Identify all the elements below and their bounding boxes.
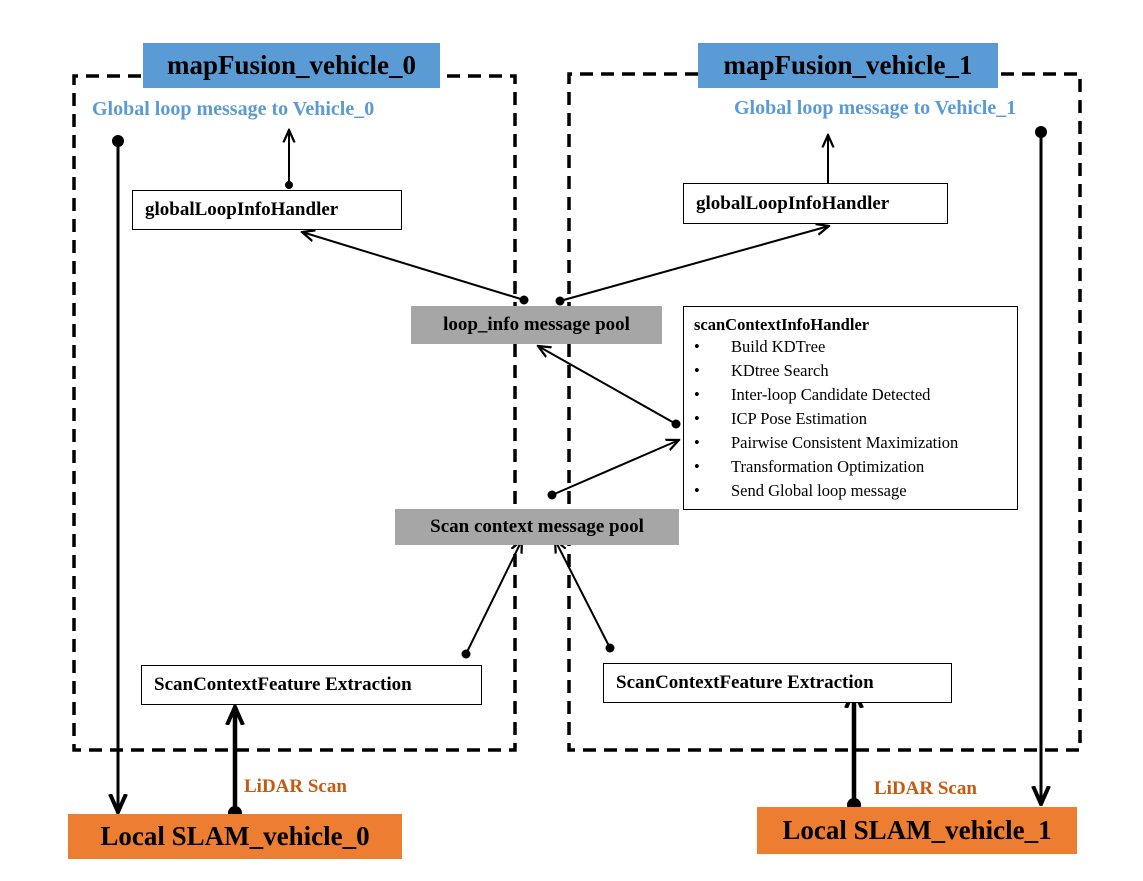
vehicle1-lidar-scan-label: LiDAR Scan — [874, 778, 977, 799]
pool-to-handler0-arrow — [302, 232, 525, 301]
pool-to-handler1-dot — [555, 296, 565, 306]
vehicle0-handler-dot — [285, 181, 293, 189]
vehicle1-local-slam: Local SLAM_vehicle_1 — [757, 807, 1077, 854]
vehicle0-feature-extraction: ScanContextFeature Extraction — [141, 665, 482, 705]
step-item: KDtree Search — [694, 359, 1009, 383]
sc-handler-to-loop-pool-dot — [671, 419, 681, 429]
feature1-to-scan-pool-arrow — [555, 540, 611, 649]
vehicle0-lidar-scan-label: LiDAR Scan — [244, 776, 347, 797]
vehicle1-map-fusion-title: mapFusion_vehicle_1 — [698, 43, 998, 88]
step-item: Inter-loop Candidate Detected — [694, 383, 1009, 407]
vehicle1-feature-extraction: ScanContextFeature Extraction — [603, 663, 952, 703]
loop-info-message-pool: loop_info message pool — [411, 306, 662, 344]
scan-context-handler-steps: Build KDTree KDtree Search Inter-loop Ca… — [694, 335, 1009, 503]
step-item: Pairwise Consistent Maximization — [694, 431, 1009, 455]
vehicle1-global-loop-message: Global loop message to Vehicle_1 — [734, 97, 1017, 119]
vehicle0-dashed-frame — [72, 74, 517, 752]
feature0-to-scan-pool-dot — [461, 649, 471, 659]
feature1-to-scan-pool-dot — [605, 643, 615, 653]
feature0-to-scan-pool-arrow — [465, 540, 522, 655]
vehicle0-global-loop-message: Global loop message to Vehicle_0 — [92, 98, 375, 120]
scan-pool-to-sc-handler-dot — [547, 490, 557, 500]
vehicle0-global-loop-info-handler: globalLoopInfoHandler — [132, 190, 402, 230]
pool-to-handler1-arrow — [559, 226, 829, 302]
vehicle0-map-fusion-title: mapFusion_vehicle_0 — [143, 43, 440, 88]
vehicle0-local-slam: Local SLAM_vehicle_0 — [68, 814, 402, 859]
step-item: Transformation Optimization — [694, 455, 1009, 479]
sc-handler-to-loop-pool-arrow — [538, 346, 677, 425]
scan-context-handler-title: scanContextInfoHandler — [694, 315, 870, 334]
step-item: ICP Pose Estimation — [694, 407, 1009, 431]
step-item: Send Global loop message — [694, 479, 1009, 503]
scan-context-message-pool: Scan context message pool — [395, 509, 679, 545]
scan-pool-to-sc-handler-arrow — [551, 440, 679, 496]
vehicle1-global-loop-info-handler: globalLoopInfoHandler — [683, 183, 948, 224]
vehicle0-global-dot — [112, 135, 124, 147]
vehicle1-global-dot — [1035, 126, 1047, 138]
scan-context-info-handler: scanContextInfoHandler Build KDTree KDtr… — [683, 306, 1018, 510]
pool-to-handler0-dot — [519, 295, 529, 305]
vehicle1-dashed-frame — [567, 72, 1082, 752]
step-item: Build KDTree — [694, 335, 1009, 359]
